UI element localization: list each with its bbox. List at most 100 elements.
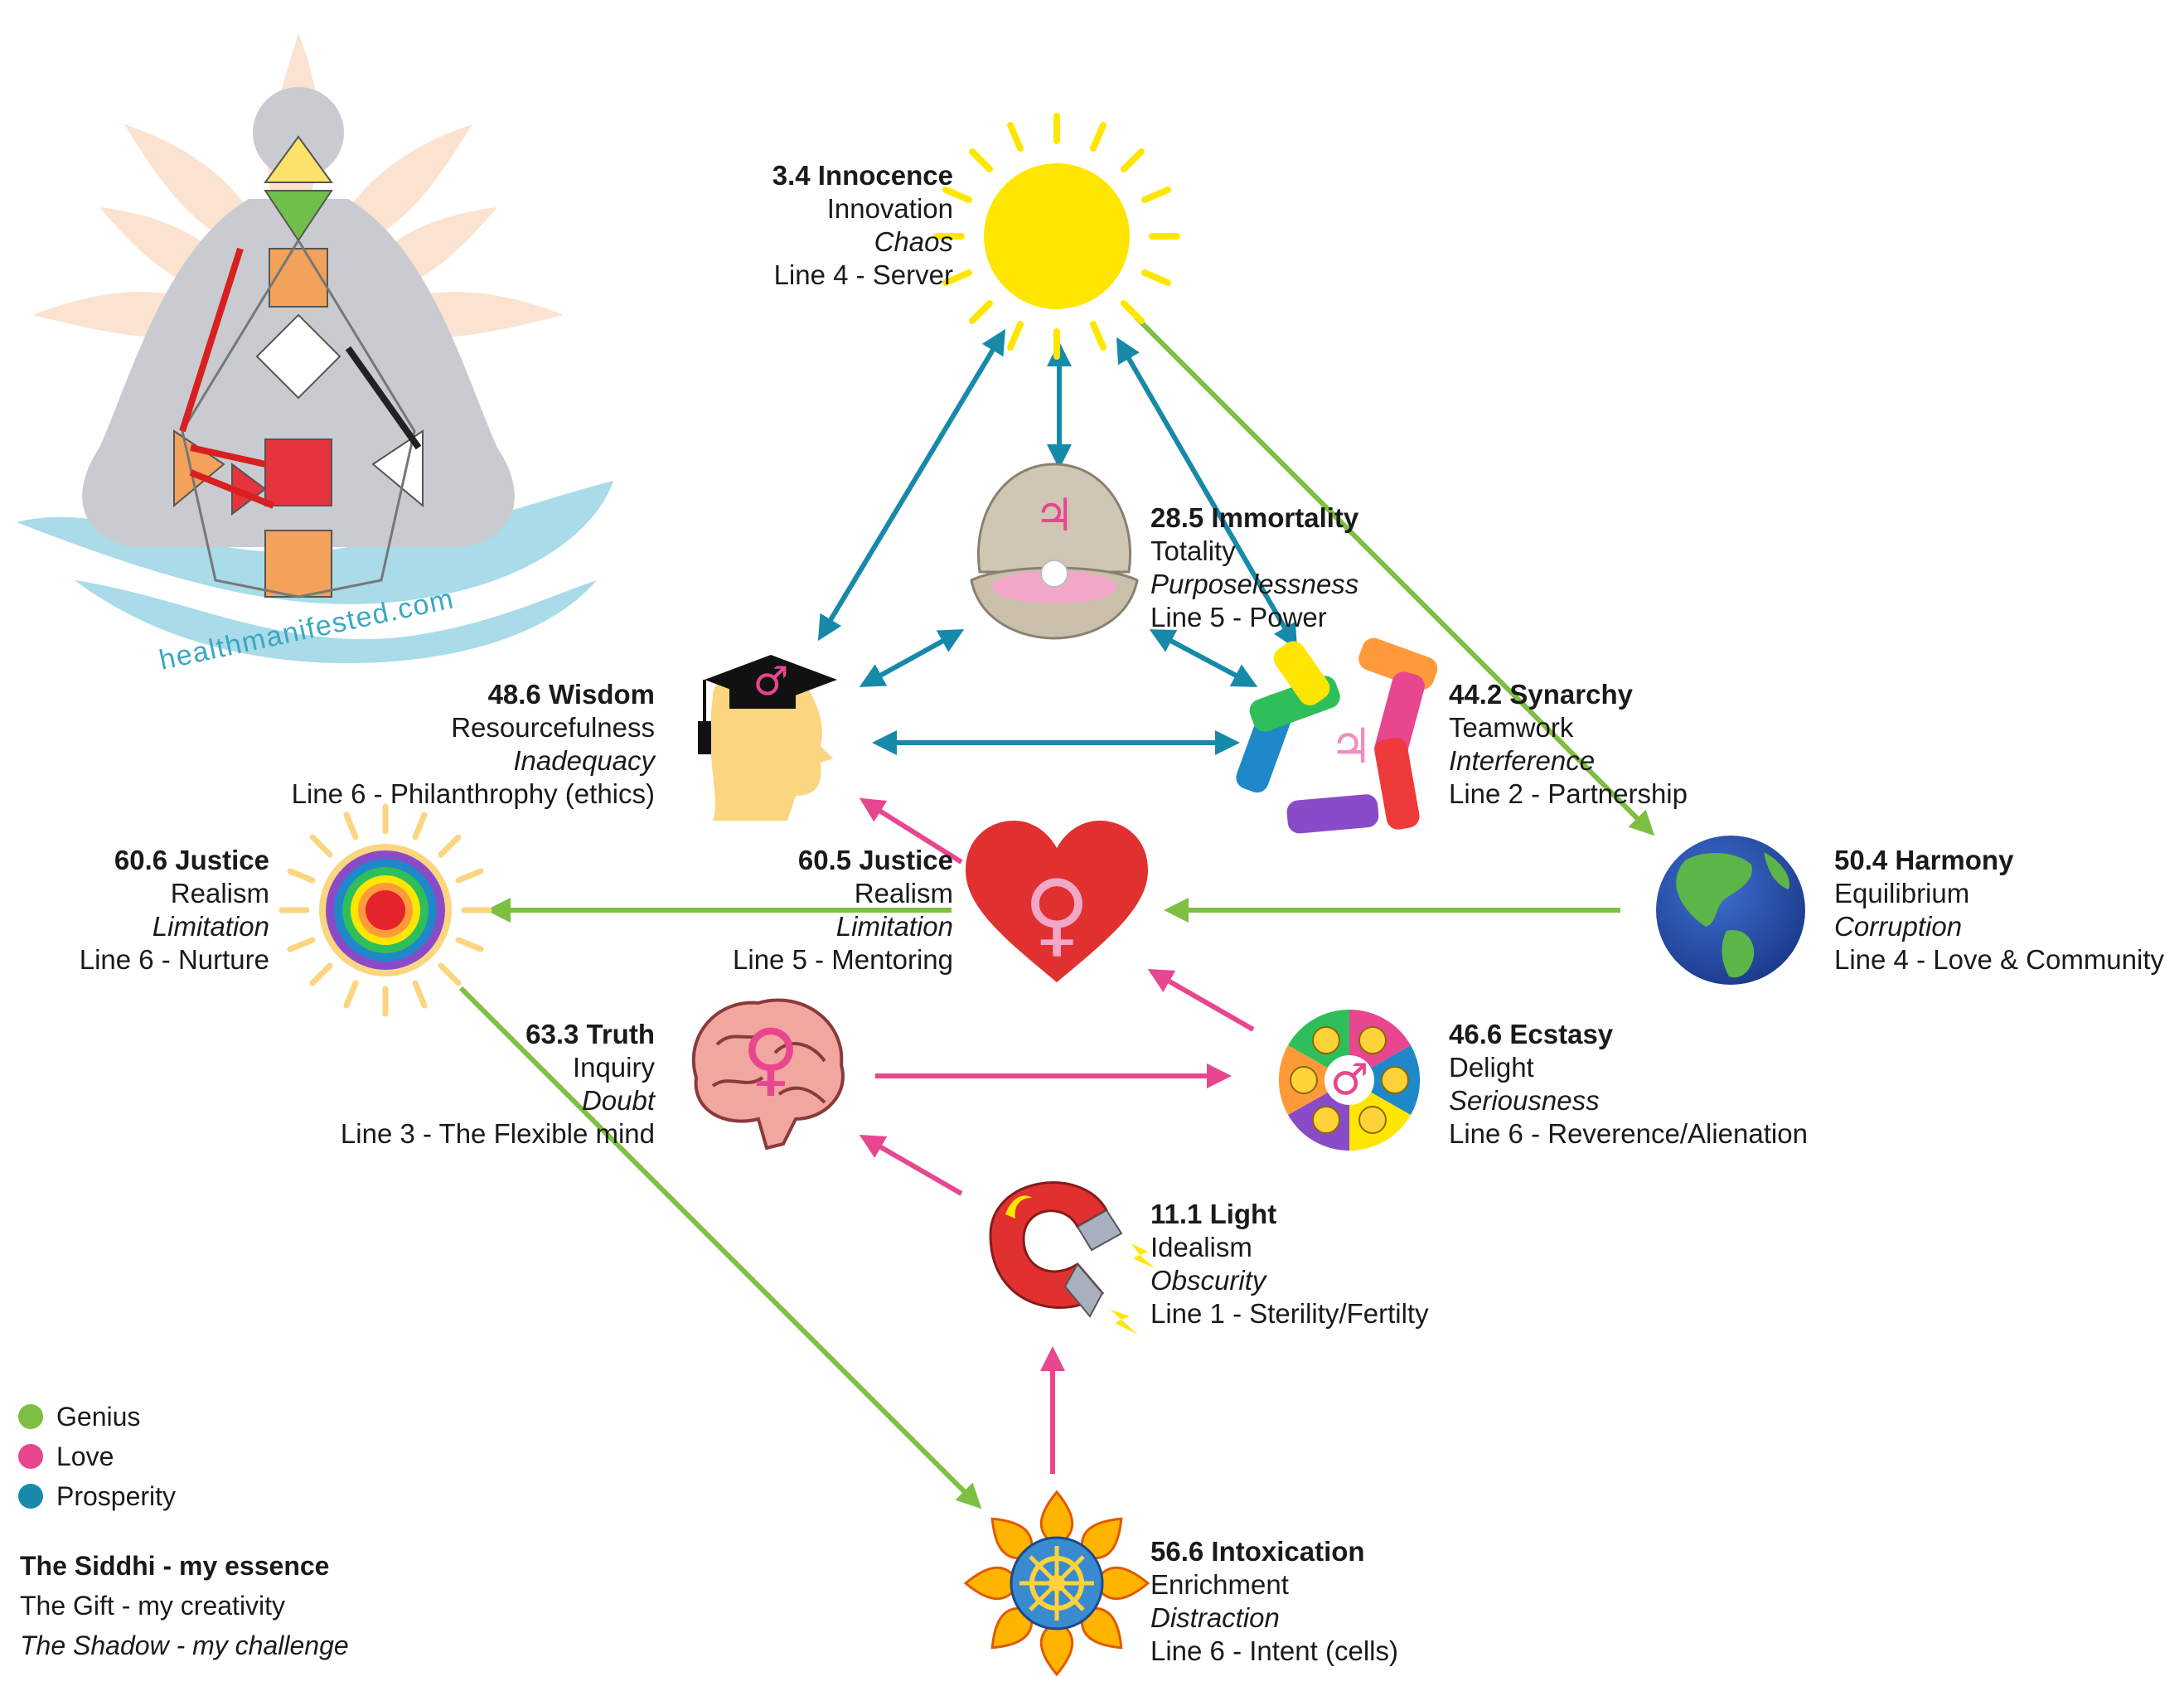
legend: Genius Love Prosperity [18, 1397, 176, 1516]
rainbow-sun-icon [278, 803, 492, 1017]
emotions-wheel-icon: ♂ [1278, 1009, 1421, 1151]
bodygraph-logo: healthmanifested.com [17, 33, 613, 676]
node-gift: Equilibrium [1834, 878, 1970, 908]
legend-dot-icon [18, 1484, 43, 1509]
arrow-ecstasy-justice5 [1147, 969, 1255, 1032]
node-title: 3.4 Innocence [772, 160, 953, 191]
node-title: 46.6 Ecstasy [1449, 1019, 1614, 1049]
node-gift: Delight [1449, 1052, 1534, 1083]
mandala-icon [963, 1490, 1150, 1677]
node-title: 63.3 Truth [525, 1019, 655, 1049]
node-title: 56.6 Intoxication [1150, 1536, 1365, 1567]
earth-icon [1656, 836, 1805, 985]
node-label-synarchy: 44.2 Synarchy Teamwork Interference Line… [1449, 678, 1688, 811]
svg-text:♃: ♃ [1329, 718, 1373, 774]
node-line: Line 6 - Intent (cells) [1150, 1635, 1398, 1666]
arrows [458, 314, 1655, 1509]
hands-circle-icon: ♃ [1236, 637, 1438, 834]
node-shadow: Limitation [835, 911, 953, 942]
node-line: Line 5 - Power [1150, 602, 1327, 632]
node-line: Line 4 - Server [773, 259, 953, 290]
svg-text:♃: ♃ [1034, 489, 1074, 541]
svg-text:♀: ♀ [1024, 860, 1091, 967]
node-label-wisdom: 48.6 Wisdom Resourcefulness Inadequacy L… [240, 678, 655, 811]
node-label-truth: 63.3 Truth Inquiry Doubt Line 3 - The Fl… [240, 1018, 655, 1151]
arrow-innocence-synarchy [1116, 337, 1298, 650]
node-gift: Realism [170, 878, 269, 908]
water-waves-icon [17, 481, 613, 663]
legend-dot-icon [18, 1444, 43, 1469]
key-shadow: The Shadow - my challenge [20, 1630, 349, 1660]
label-key: The Siddhi - my essence The Gift - my cr… [20, 1546, 349, 1665]
node-label-justice5: 60.5 Justice Realism Limitation Line 5 -… [663, 844, 953, 976]
node-shadow: Interference [1449, 745, 1596, 776]
node-label-ecstasy: 46.6 Ecstasy Delight Seriousness Line 6 … [1449, 1018, 1808, 1151]
clam-pearl-icon: ♃ [970, 463, 1139, 640]
brain-icon: ♀ [691, 998, 845, 1151]
node-shadow: Purposelessness [1150, 569, 1359, 599]
node-shadow: Limitation [152, 911, 269, 942]
heart-venus-icon: ♀ [966, 821, 1148, 982]
arrow-innocence-harmony [1133, 314, 1655, 836]
node-title: 50.4 Harmony [1834, 845, 2014, 875]
node-line: Line 6 - Nurture [79, 944, 269, 975]
node-label-innocence: 3.4 Innocence Innovation Chaos Line 4 - … [663, 159, 953, 292]
arrow-light-truth [859, 1135, 963, 1196]
key-gift: The Gift - my creativity [20, 1591, 286, 1621]
svg-text:♂: ♂ [1330, 1055, 1369, 1105]
graduate-head-icon: ♂ [698, 655, 837, 821]
arrow-immortality-synarchy [1149, 629, 1258, 687]
node-shadow: Obscurity [1150, 1265, 1266, 1296]
node-line: Line 6 - Reverence/Alienation [1449, 1118, 1808, 1149]
legend-item-prosperity: Prosperity [18, 1476, 176, 1516]
node-gift: Totality [1150, 535, 1236, 566]
sun-icon [933, 113, 1180, 360]
node-label-intoxication: 56.6 Intoxication Enrichment Distraction… [1150, 1535, 1398, 1668]
node-title: 44.2 Synarchy [1449, 679, 1633, 710]
key-siddhi: The Siddhi - my essence [20, 1551, 330, 1581]
node-title: 60.5 Justice [797, 845, 953, 875]
node-title: 11.1 Light [1150, 1199, 1277, 1229]
node-label-harmony: 50.4 Harmony Equilibrium Corruption Line… [1834, 844, 2164, 976]
node-gift: Realism [854, 878, 953, 908]
node-gift: Enrichment [1150, 1569, 1289, 1600]
node-title: 48.6 Wisdom [487, 679, 655, 710]
node-title: 28.5 Immortality [1150, 502, 1359, 533]
node-line: Line 4 - Love & Community [1834, 944, 2165, 975]
node-line: Line 3 - The Flexible mind [340, 1118, 655, 1149]
node-title: 60.6 Justice [114, 845, 269, 875]
arrow-justice6-intoxication [458, 986, 982, 1509]
node-shadow: Chaos [874, 226, 953, 257]
node-shadow: Corruption [1834, 911, 1963, 942]
svg-text:♀: ♀ [742, 1012, 800, 1105]
node-line: Line 2 - Partnership [1449, 778, 1688, 809]
arrow-immortality-wisdom [859, 629, 965, 687]
node-gift: Teamwork [1449, 712, 1574, 743]
bodygraph-centers [173, 135, 424, 598]
arrow-innocence-wisdom [817, 328, 1006, 642]
legend-dot-icon [18, 1404, 43, 1429]
node-label-immortality: 28.5 Immortality Totality Purposelessnes… [1150, 501, 1358, 634]
node-line: Line 1 - Sterility/Fertilty [1150, 1298, 1429, 1329]
node-label-justice6: 60.6 Justice Realism Limitation Line 6 -… [33, 844, 269, 976]
legend-label: Love [56, 1441, 114, 1471]
magnet-icon [989, 1181, 1155, 1335]
legend-item-love: Love [18, 1437, 176, 1476]
node-line: Line 6 - Philanthrophy (ethics) [291, 778, 655, 809]
node-shadow: Seriousness [1449, 1085, 1600, 1116]
legend-label: Prosperity [56, 1481, 177, 1511]
node-gift: Resourcefulness [451, 712, 655, 743]
node-gift: Idealism [1150, 1232, 1252, 1262]
legend-label: Genius [56, 1402, 141, 1432]
node-shadow: Distraction [1150, 1602, 1280, 1633]
node-line: Line 5 - Mentoring [733, 944, 953, 975]
node-gift: Innovation [826, 193, 953, 224]
node-gift: Inquiry [572, 1052, 655, 1083]
arrow-justice5-wisdom [859, 797, 963, 865]
legend-item-genius: Genius [18, 1397, 176, 1437]
node-shadow: Inadequacy [513, 745, 655, 776]
node-shadow: Doubt [581, 1085, 655, 1116]
svg-text:♂: ♂ [753, 658, 788, 705]
node-label-light: 11.1 Light Idealism Obscurity Line 1 - S… [1150, 1198, 1429, 1330]
